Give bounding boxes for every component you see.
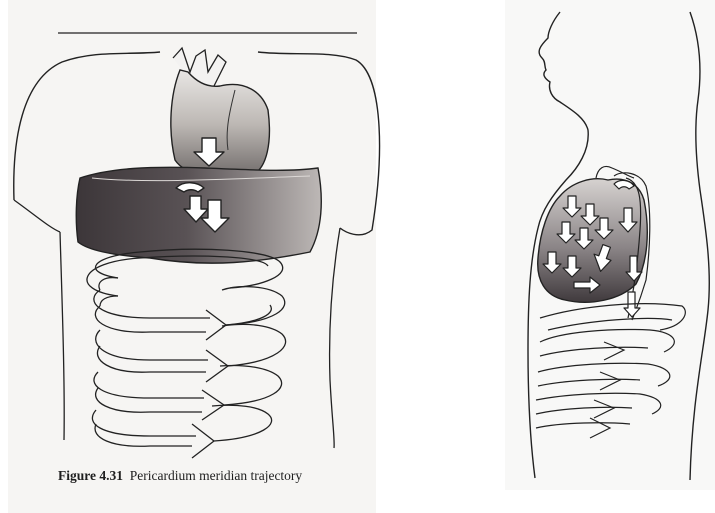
front-arm-line-right bbox=[330, 228, 340, 448]
figure-caption-text: Pericardium meridian trajectory bbox=[130, 468, 302, 483]
hoop-band bbox=[92, 405, 271, 458]
hoop-band bbox=[94, 287, 285, 340]
hoop-band bbox=[96, 324, 286, 382]
right-arrow-icon bbox=[594, 400, 614, 418]
hoop-band bbox=[94, 365, 282, 420]
figure-caption: Figure 4.31 Pericardium meridian traject… bbox=[58, 468, 302, 484]
front-arm-line-left bbox=[14, 200, 64, 440]
figure-label: Figure 4.31 bbox=[58, 468, 123, 483]
right-arrow-icon bbox=[590, 418, 610, 438]
front-spiral-hoops bbox=[87, 249, 286, 458]
front-heart bbox=[171, 48, 270, 178]
right-arrow-icon bbox=[600, 372, 620, 390]
right-arrow-icon bbox=[192, 424, 214, 458]
right-arrow-icon bbox=[206, 310, 226, 340]
right-arrow-icon bbox=[604, 342, 624, 360]
front-torso-view bbox=[14, 33, 380, 458]
side-profile-view bbox=[528, 12, 709, 480]
side-spiral-hoops bbox=[536, 304, 685, 438]
side-back-outline bbox=[690, 12, 709, 480]
